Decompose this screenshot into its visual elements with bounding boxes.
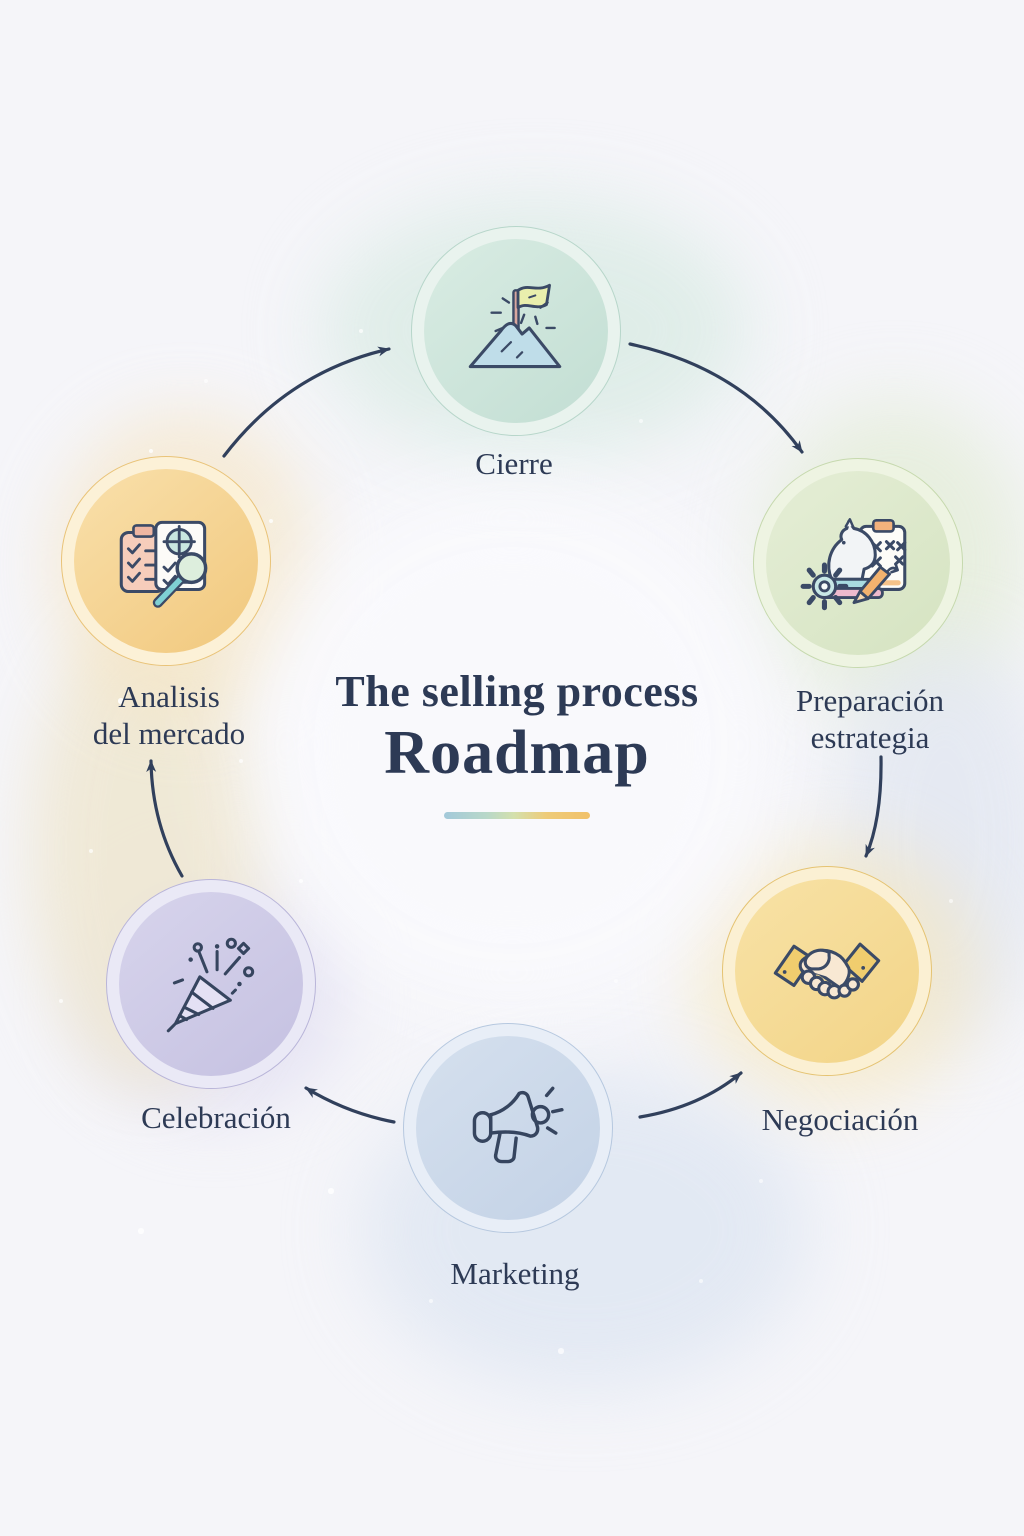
title-line2: Roadmap — [384, 719, 650, 788]
chess-strategy-icon — [800, 518, 907, 611]
node-celebracion — [106, 879, 316, 1089]
arrow-celebracion-to-analisis — [146, 759, 184, 878]
node-cierre — [411, 226, 621, 436]
node-cierre-disk — [424, 239, 608, 423]
title-divider — [444, 811, 590, 819]
arrow-preparacion-to-negociacion — [864, 755, 883, 858]
node-preparacion-estrategia — [753, 458, 963, 668]
arrow-cierre-to-preparacion — [628, 342, 804, 454]
node-label-celebracion: Celebración — [141, 1100, 291, 1135]
node-negociacion — [722, 866, 932, 1076]
node-analisis-del-mercado — [61, 456, 271, 666]
node-label-marketing: Marketing — [450, 1256, 580, 1291]
node-label-negociacion: Negociación — [761, 1102, 919, 1137]
node-celebracion-disk — [119, 892, 303, 1076]
node-marketing — [403, 1023, 613, 1233]
handshake-icon — [773, 942, 881, 1000]
party-popper-icon — [166, 937, 255, 1033]
diagram-title: The selling process Roadmap — [217, 667, 817, 819]
node-preparacion-disk — [766, 471, 950, 655]
flag-on-mountain-icon — [468, 283, 562, 369]
node-negociacion-disk — [735, 879, 919, 1063]
node-label-analisis: Analisis del mercado — [92, 679, 246, 751]
arrow-marketing-to-celebracion — [304, 1086, 396, 1124]
node-label-cierre: Cierre — [475, 446, 553, 481]
node-label-preparacion: Preparación estrategia — [795, 683, 945, 755]
node-analisis-disk — [74, 469, 258, 653]
megaphone-icon — [472, 1086, 564, 1164]
title-line1: The selling process — [335, 667, 699, 716]
node-marketing-disk — [416, 1036, 600, 1220]
arrow-analisis-to-cierre — [222, 346, 391, 458]
market-analysis-icon — [119, 520, 208, 608]
arrow-marketing-to-negociacion — [638, 1071, 743, 1119]
